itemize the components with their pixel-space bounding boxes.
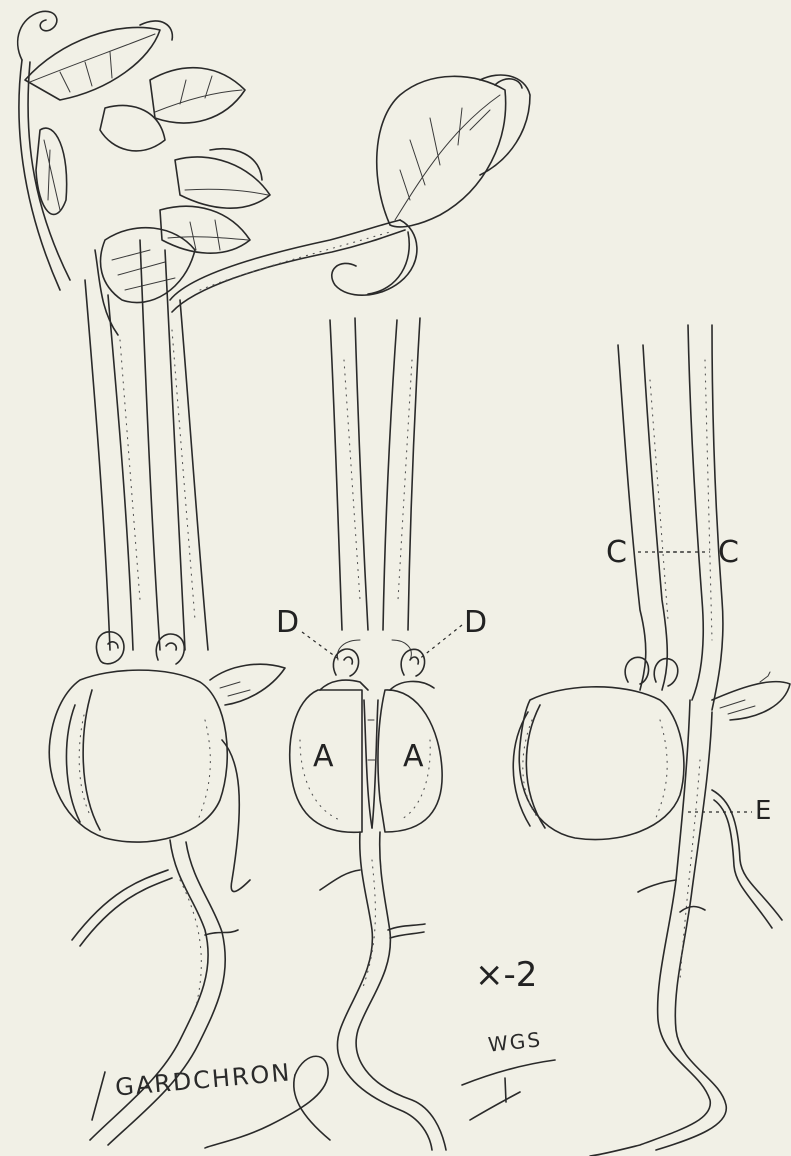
label-D-left: D (276, 608, 299, 638)
magnification-label: ×-2 (475, 958, 537, 992)
label-A-right: A (403, 742, 424, 772)
label-E: E (755, 798, 771, 824)
seedling-left (18, 11, 530, 1145)
signature-artist: WGS (487, 1029, 543, 1055)
leader-D-right (418, 625, 462, 660)
label-D-right: D (464, 608, 487, 638)
seedling-middle (290, 318, 446, 1150)
label-C-left: C (606, 538, 627, 568)
label-C-right: C (718, 538, 739, 568)
leader-D-left (302, 632, 340, 660)
label-A-left: A (313, 742, 334, 772)
seedling-right (513, 325, 790, 1156)
